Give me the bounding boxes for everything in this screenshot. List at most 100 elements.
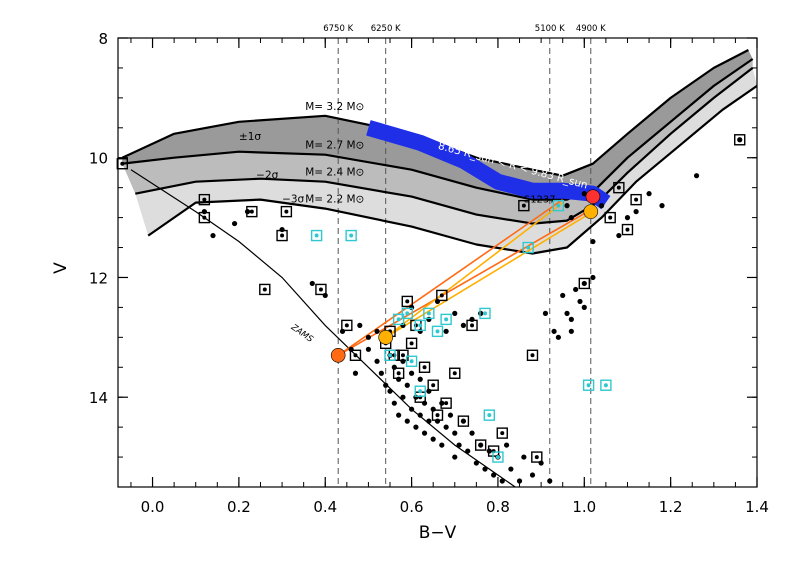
data-square — [496, 427, 508, 439]
data-dot — [452, 430, 458, 436]
data-dot — [693, 173, 700, 179]
x-tick-label: 1.2 — [659, 498, 683, 516]
data-dot — [577, 298, 583, 305]
data-dot — [434, 418, 441, 424]
data-dot — [581, 304, 587, 310]
y-tick-label: 14 — [89, 389, 108, 407]
data-square-dot — [521, 203, 526, 208]
data-dot — [443, 424, 449, 430]
x-tick-label: 0.2 — [227, 498, 251, 516]
data-dot — [231, 220, 238, 227]
data-square — [604, 211, 616, 224]
data-dot — [624, 215, 631, 221]
data-dot — [503, 442, 510, 448]
data-dot — [452, 310, 458, 316]
mass-track-line — [122, 58, 754, 201]
data-dot — [465, 448, 471, 454]
data-square-dot — [202, 197, 207, 202]
highlight-point — [585, 189, 601, 204]
data-square — [392, 367, 405, 379]
data-square-dot — [478, 443, 483, 448]
data-dot — [568, 328, 574, 334]
data-square-dot — [439, 293, 444, 298]
data-dot — [551, 328, 557, 334]
highlight-point — [378, 330, 393, 345]
data-square-dot — [318, 287, 323, 292]
data-square — [401, 295, 413, 308]
data-square — [384, 349, 396, 361]
data-dot — [590, 238, 596, 245]
band-region — [122, 59, 753, 224]
data-dot — [404, 382, 410, 388]
data-dot — [469, 430, 475, 436]
data-dot — [646, 191, 652, 197]
data-dot — [374, 328, 380, 334]
data-square — [414, 319, 426, 332]
data-square — [552, 199, 565, 212]
data-square-dot — [418, 323, 423, 328]
data-square — [198, 193, 211, 206]
data-square-dot — [461, 419, 466, 424]
data-square-dot — [409, 341, 414, 346]
data-dot — [633, 209, 639, 215]
data-square — [423, 307, 435, 320]
mass-track-label: M= 2.4 M⊙ — [305, 167, 364, 179]
data-square — [621, 223, 634, 236]
data-dot — [659, 203, 665, 209]
mass-tracks: M= 3.2 M⊙M= 2.7 M⊙M= 2.4 M⊙M= 2.2 M⊙ — [121, 49, 758, 255]
data-square-dot — [280, 233, 285, 238]
data-square — [276, 229, 288, 242]
data-square-dot — [470, 323, 475, 328]
band-label: −3σ — [282, 194, 304, 206]
data-dot — [542, 310, 549, 316]
data-dot — [408, 406, 415, 412]
data-dot — [568, 215, 574, 221]
temperature-label: 5100 K — [535, 24, 565, 34]
data-dot — [396, 412, 402, 418]
data-dot — [581, 191, 587, 197]
data-dot — [413, 424, 419, 430]
data-square — [466, 319, 478, 332]
data-square — [349, 349, 362, 361]
data-dot — [469, 316, 475, 322]
data-dot — [564, 310, 570, 316]
data-dot — [590, 274, 596, 281]
data-dot — [400, 394, 406, 400]
data-square-dot — [344, 323, 349, 328]
data-square — [392, 313, 405, 326]
data-square-dot — [202, 215, 207, 220]
data-square — [431, 325, 444, 338]
data-square — [449, 367, 461, 379]
data-square — [526, 349, 539, 361]
data-square-dot — [500, 431, 505, 436]
data-square — [518, 199, 530, 212]
y-tick-label: 10 — [89, 150, 108, 168]
data-square-dot — [737, 137, 742, 142]
band-label: ±1σ — [239, 131, 261, 143]
data-square-dot — [284, 209, 289, 214]
data-square — [582, 379, 595, 391]
data-dot — [383, 382, 389, 388]
mass-track-line — [121, 49, 749, 177]
data-square — [479, 307, 491, 320]
data-dot — [408, 370, 415, 376]
data-dot — [210, 232, 216, 239]
data-dot — [473, 460, 479, 466]
data-square — [280, 205, 293, 218]
data-square-dot — [625, 227, 630, 232]
data-square-dot — [608, 215, 613, 220]
data-square-dot — [586, 383, 591, 388]
data-square-dot — [409, 359, 414, 364]
x-tick-label: 0.4 — [313, 498, 337, 516]
temperature-label: 6250 K — [371, 24, 401, 34]
data-square — [116, 158, 129, 170]
data-square — [440, 313, 452, 326]
data-square — [600, 379, 612, 391]
data-square — [414, 385, 426, 397]
data-square — [246, 205, 258, 218]
y-tick-label: 8 — [98, 30, 108, 48]
data-dot — [443, 328, 449, 334]
